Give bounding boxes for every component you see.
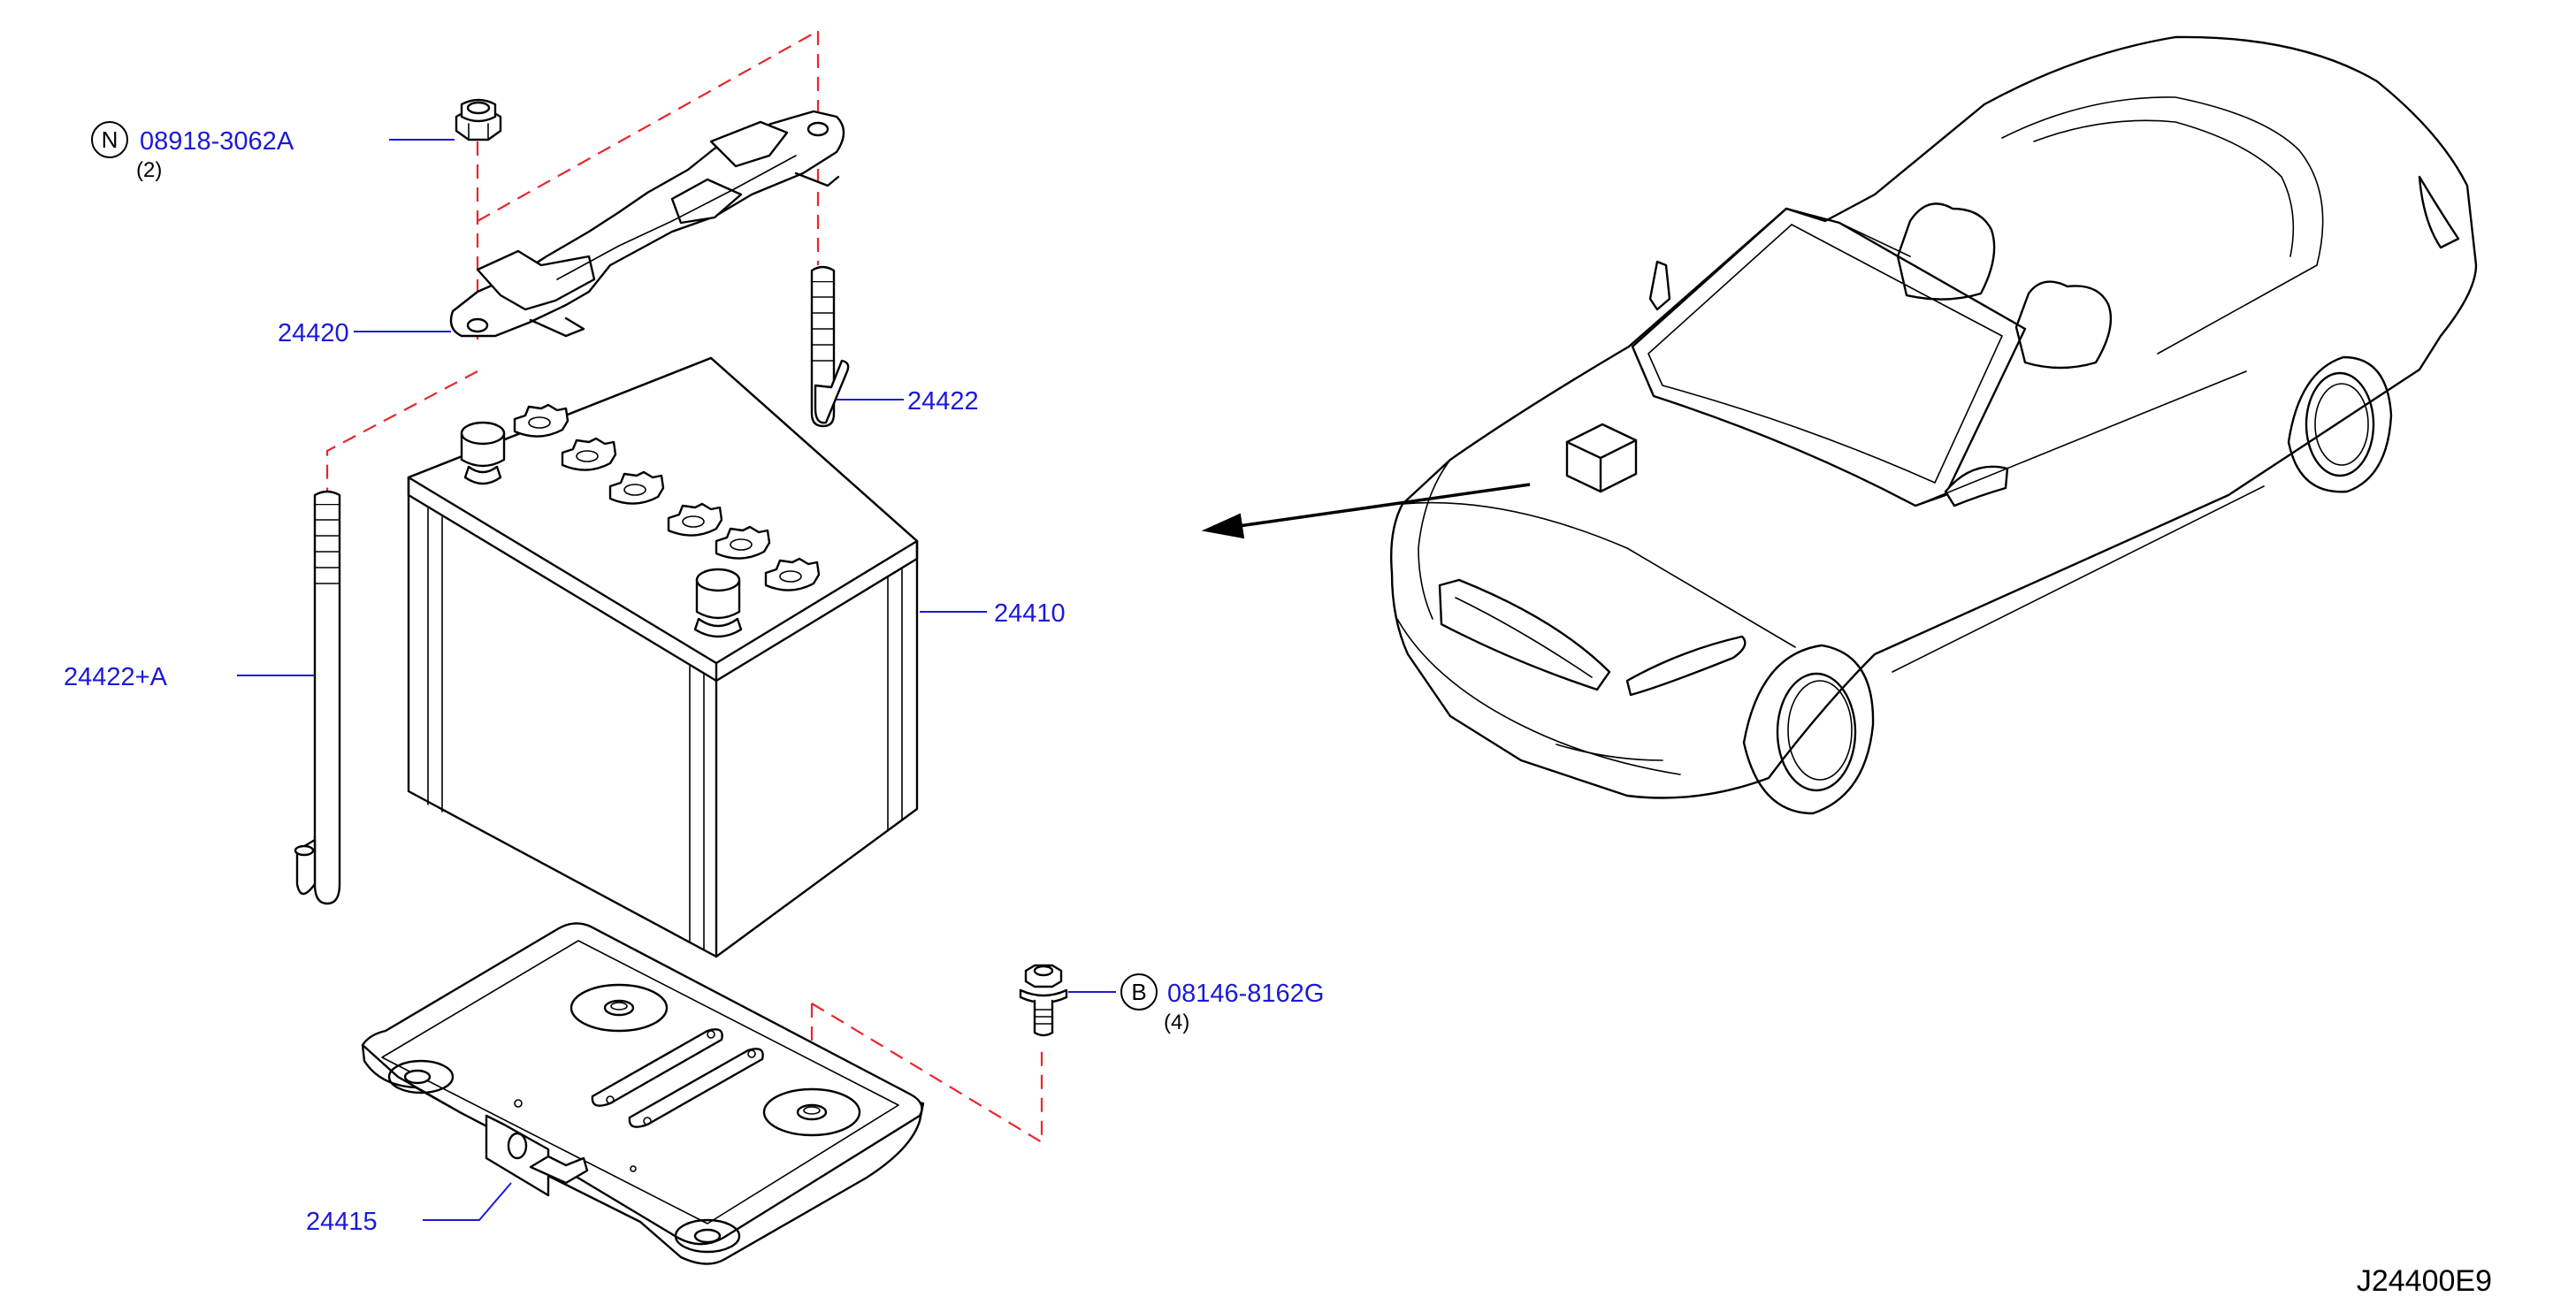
- nut-badge-letter: N: [102, 126, 118, 153]
- part-number-nut[interactable]: 08918-3062A: [140, 127, 294, 156]
- part-number-rod-a[interactable]: 24422+A: [64, 663, 168, 691]
- diagram-code: J24400E9: [2357, 1264, 2492, 1298]
- part-qty-nut: (2): [136, 158, 162, 182]
- part-number-rod[interactable]: 24422: [907, 387, 979, 416]
- battery-vent-caps: [513, 403, 821, 591]
- part-qty-bolt: (4): [1164, 1011, 1189, 1034]
- battery-terminal-positive: [460, 421, 506, 485]
- battery-location-marker: [1565, 423, 1638, 493]
- battery-terminal-negative: [693, 568, 743, 638]
- hold-down-rod-a-part: [294, 490, 341, 905]
- bolt-badge-letter: B: [1131, 979, 1146, 1005]
- leader-lines: [237, 139, 1116, 1221]
- battery-tray-part: [361, 922, 925, 1265]
- location-arrow: [1201, 483, 1531, 539]
- part-number-bolt[interactable]: 08146-8162G: [1167, 980, 1324, 1008]
- part-number-tray[interactable]: 24415: [306, 1208, 378, 1236]
- part-number-battery[interactable]: 24410: [994, 599, 1066, 628]
- part-number-frame[interactable]: 24420: [278, 319, 349, 347]
- vehicle-locator-illustration: [1390, 35, 2478, 815]
- nut-badge: N: [91, 121, 128, 158]
- battery-frame-part: [449, 110, 845, 338]
- battery-part: [407, 356, 919, 958]
- hold-down-rod-part: [810, 265, 850, 428]
- bolt-part: [1019, 964, 1068, 1037]
- nut-part: [455, 98, 502, 141]
- bolt-badge: B: [1120, 973, 1158, 1011]
